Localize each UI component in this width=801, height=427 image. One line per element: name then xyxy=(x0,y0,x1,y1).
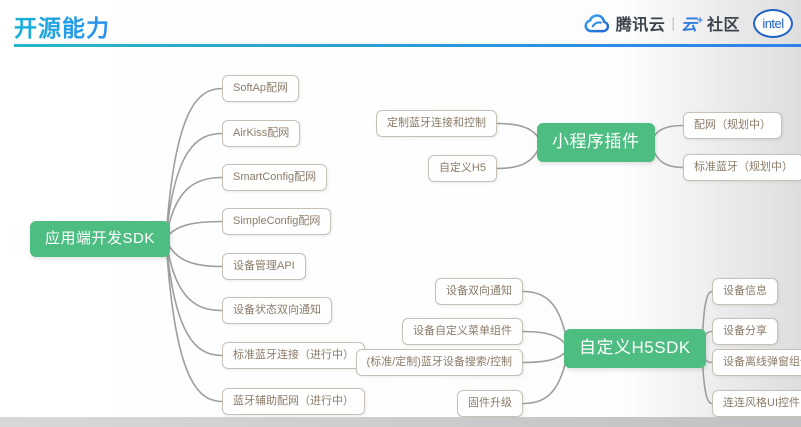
mindmap-node-std-bluetooth: 标准蓝牙连接（进行中） xyxy=(222,342,365,369)
brand-divider: | xyxy=(671,14,676,32)
mindmap-node-custom-h5: 自定义H5 xyxy=(427,155,497,182)
tencent-cloud-label: 腾讯云 xyxy=(615,17,666,34)
mindmap-node-std-bt-planned: 标准蓝牙（规划中） xyxy=(683,154,801,181)
tencent-cloud-icon xyxy=(584,13,609,32)
mindmap-node-airkiss: AirKiss配网 xyxy=(222,120,301,147)
mindmap-node-softap: SoftAp配网 xyxy=(222,75,300,102)
mindmap-node-device-notify: 设备双向通知 xyxy=(435,278,523,305)
community-label: 社区 xyxy=(706,17,740,34)
cluster-root-app-sdk: 应用端开发SDK xyxy=(30,221,170,258)
yun-char: 云 xyxy=(681,17,698,34)
mindmap-node-simpleconfig: SimpleConfig配网 xyxy=(222,208,332,235)
cluster-root-h5-sdk: 自定义H5SDK xyxy=(564,329,706,368)
bottom-bar xyxy=(0,417,801,427)
page-title: 开源能力 xyxy=(14,9,110,43)
intel-logo: intel xyxy=(753,8,793,38)
mindmap-node-device-share: 设备分享 xyxy=(712,318,778,345)
plus-mark: + xyxy=(697,15,703,27)
mindmap-node-bt-assist-config: 蓝牙辅助配网（进行中） xyxy=(222,388,365,415)
mindmap-node-lianlian-ui: 连连风格UI控件 xyxy=(712,390,801,417)
mindmap-node-device-info: 设备信息 xyxy=(712,278,778,305)
header: 开源能力 腾讯云 | 云+ 社区 intel xyxy=(0,0,801,44)
cluster-root-miniprogram-plugin: 小程序插件 xyxy=(537,123,655,162)
yun-plus-label: 云+ xyxy=(681,11,703,35)
mindmap-node-custom-bt-control: 定制蓝牙连接和控制 xyxy=(376,110,497,137)
mindmap-node-config-planned: 配网（规划中） xyxy=(683,112,782,139)
brand-area: 腾讯云 | 云+ 社区 intel xyxy=(584,8,793,38)
mindmap-node-smartconfig: SmartConfig配网 xyxy=(222,164,328,191)
mindmap-node-offline-popup: 设备离线弹窗组件 xyxy=(712,349,801,376)
mindmap-node-custom-menu: 设备自定义菜单组件 xyxy=(402,318,523,345)
mindmap-node-bt-search-control: (标准/定制)蓝牙设备搜索/控制 xyxy=(355,349,523,376)
intel-label: intel xyxy=(762,15,784,31)
title-underline xyxy=(14,44,801,47)
mindmap-node-device-api: 设备管理API xyxy=(222,253,306,280)
mindmap-node-device-status: 设备状态双向通知 xyxy=(222,297,332,324)
mindmap-node-firmware-upgrade: 固件升级 xyxy=(457,390,523,417)
